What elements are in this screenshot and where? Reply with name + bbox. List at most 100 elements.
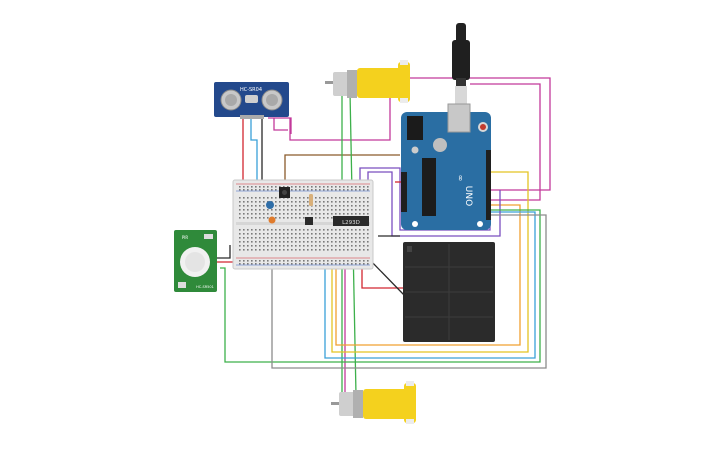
breadboard-hole	[319, 233, 321, 235]
wire-yellow-v[interactable]	[331, 171, 529, 353]
breadboard-hole	[367, 229, 369, 231]
breadboard-hole	[307, 260, 309, 262]
ultrasonic-label: HC-SR04	[240, 87, 262, 93]
breadboard-hole	[287, 217, 289, 219]
breadboard-hole	[239, 209, 241, 211]
breadboard-hole	[335, 249, 337, 251]
breadboard-hole	[315, 233, 317, 235]
wire-purple-2[interactable]	[367, 171, 501, 237]
breadboard-hole	[287, 201, 289, 203]
breadboard-hole	[259, 241, 261, 243]
breadboard-hole	[327, 241, 329, 243]
breadboard-hole	[359, 197, 361, 199]
wire-green-pir[interactable]	[220, 209, 541, 363]
breadboard-hole	[275, 197, 277, 199]
breadboard-hole	[239, 263, 241, 265]
breadboard-hole	[275, 233, 277, 235]
breadboard-hole	[291, 217, 293, 219]
breadboard-hole	[243, 189, 245, 191]
breadboard-hole	[287, 260, 289, 262]
breadboard-hole	[319, 197, 321, 199]
breadboard-hole	[279, 205, 281, 207]
breadboard-hole	[259, 209, 261, 211]
breadboard-hole	[295, 213, 297, 215]
breadboard-hole	[247, 229, 249, 231]
breadboard-hole	[255, 263, 257, 265]
led	[268, 216, 276, 224]
breadboard-hole	[263, 263, 265, 265]
breadboard-hole	[303, 209, 305, 211]
breadboard-hole	[343, 229, 345, 231]
small-switch[interactable]	[305, 217, 313, 225]
wire-pir-black[interactable]	[214, 245, 231, 259]
breadboard-hole	[307, 213, 309, 215]
wire-motor-top-a[interactable]	[410, 77, 551, 191]
motor-bottom	[331, 381, 416, 424]
breadboard-hole	[327, 245, 329, 247]
breadboard-hole	[351, 237, 353, 239]
breadboard-hole	[303, 201, 305, 203]
breadboard-hole	[295, 229, 297, 231]
wire-orange-v[interactable]	[335, 180, 521, 346]
breadboard-hole	[283, 263, 285, 265]
wire-sonar-trig[interactable]	[250, 118, 258, 188]
breadboard-hole	[339, 205, 341, 207]
breadboard-hole	[351, 263, 353, 265]
wire-power-jack[interactable]	[470, 83, 541, 201]
breadboard-hole	[351, 201, 353, 203]
breadboard-hole	[239, 249, 241, 251]
breadboard-hole	[331, 186, 333, 188]
breadboard-hole	[347, 189, 349, 191]
breadboard-hole	[239, 189, 241, 191]
wire-sonar-echo[interactable]	[268, 117, 292, 134]
breadboard-hole	[271, 260, 273, 262]
breadboard-hole	[239, 241, 241, 243]
breadboard-hole	[331, 245, 333, 247]
breadboard-hole	[247, 237, 249, 239]
breadboard-hole	[279, 229, 281, 231]
breadboard-hole	[363, 241, 365, 243]
breadboard-hole	[239, 217, 241, 219]
breadboard-hole	[263, 201, 265, 203]
breadboard-hole	[311, 186, 313, 188]
breadboard-hole	[327, 189, 329, 191]
breadboard-hole	[367, 209, 369, 211]
breadboard-hole	[331, 201, 333, 203]
breadboard-hole	[283, 249, 285, 251]
breadboard-hole	[295, 197, 297, 199]
wire-sonar-echo-2[interactable]	[273, 118, 288, 131]
breadboard-hole	[323, 229, 325, 231]
breadboard-hole	[303, 260, 305, 262]
breadboard-hole	[311, 260, 313, 262]
breadboard-hole	[343, 201, 345, 203]
breadboard-hole	[279, 186, 281, 188]
breadboard-hole	[319, 245, 321, 247]
wire-gray[interactable]	[271, 214, 547, 369]
breadboard-hole	[255, 237, 257, 239]
wire-blue-v[interactable]	[324, 211, 536, 359]
breadboard-hole	[363, 249, 365, 251]
breadboard-hole	[271, 249, 273, 251]
breadboard-hole	[335, 229, 337, 231]
breadboard-hole	[259, 201, 261, 203]
breadboard-hole	[347, 213, 349, 215]
breadboard-hole	[343, 233, 345, 235]
wire-motor-top-b[interactable]	[289, 96, 391, 141]
breadboard-hole	[287, 233, 289, 235]
breadboard-hole	[343, 209, 345, 211]
wire-brown[interactable]	[284, 154, 400, 185]
breadboard-hole	[291, 241, 293, 243]
breadboard-hole	[335, 205, 337, 207]
breadboard-hole	[295, 209, 297, 211]
breadboard-hole	[355, 189, 357, 191]
wire-battery-black[interactable]	[367, 257, 406, 297]
breadboard-hole	[267, 213, 269, 215]
breadboard-hole	[271, 189, 273, 191]
breadboard-hole	[259, 245, 261, 247]
breadboard-hole	[323, 197, 325, 199]
breadboard-hole	[335, 197, 337, 199]
pushbutton[interactable]	[279, 187, 290, 198]
breadboard-hole	[247, 205, 249, 207]
breadboard-hole	[359, 233, 361, 235]
breadboard-hole	[367, 186, 369, 188]
